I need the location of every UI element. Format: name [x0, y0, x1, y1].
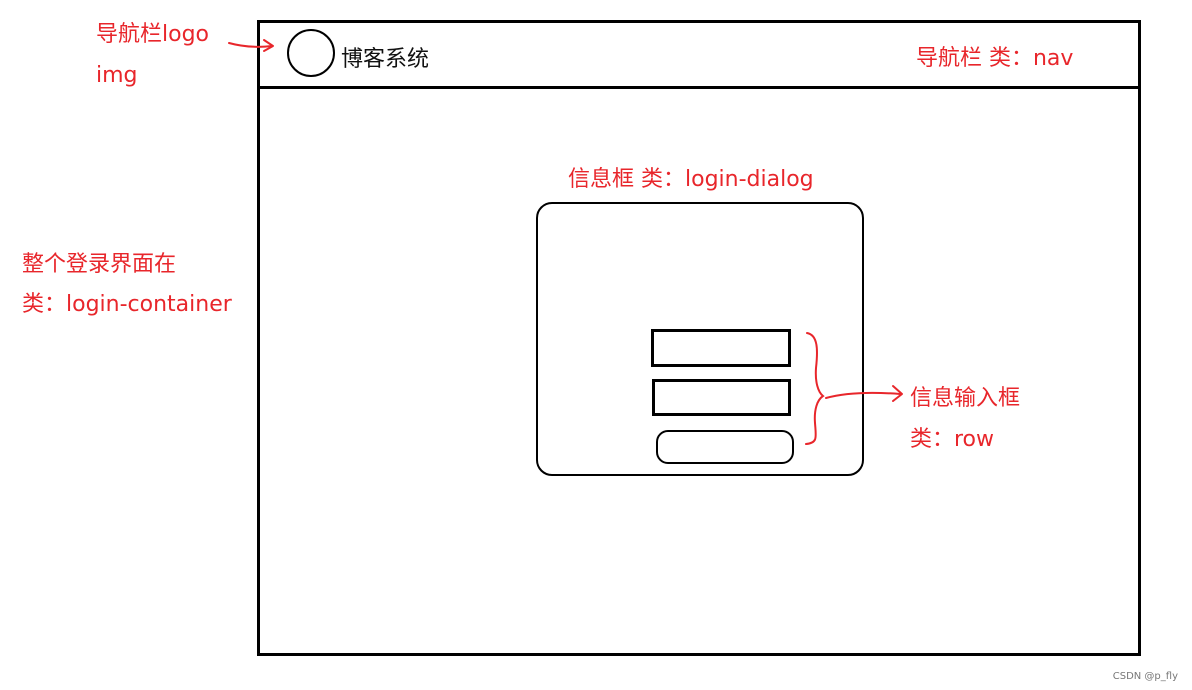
- submit-button-placeholder: [656, 430, 794, 464]
- nav-divider: [257, 86, 1138, 89]
- watermark: CSDN @p_fly: [1112, 671, 1178, 682]
- rows-arrow: [825, 391, 901, 399]
- row-annotation-line2: 类：row: [910, 427, 995, 452]
- container-annotation-line1: 整个登录界面在: [22, 252, 177, 277]
- password-input-placeholder: [652, 379, 791, 416]
- nav-annotation: 导航栏 类：nav: [916, 46, 1074, 71]
- logo-placeholder-icon: [287, 29, 335, 77]
- row-annotation-line1: 信息输入框: [910, 386, 1021, 411]
- logo-arrow: [228, 42, 273, 48]
- container-annotation-line2: 类：login-container: [22, 292, 232, 317]
- dialog-annotation: 信息框 类：login-dialog: [568, 167, 814, 192]
- brand-title: 博客系统: [341, 47, 430, 72]
- login-container-frame: [257, 20, 1141, 656]
- logo-annotation-line2: img: [96, 63, 138, 88]
- rows-brace: [805, 332, 825, 445]
- login-dialog-box: [536, 202, 864, 476]
- logo-arrow-head: [263, 39, 274, 52]
- logo-annotation-line1: 导航栏logo: [96, 22, 209, 47]
- rows-arrow-head: [892, 385, 903, 402]
- username-input-placeholder: [651, 329, 791, 367]
